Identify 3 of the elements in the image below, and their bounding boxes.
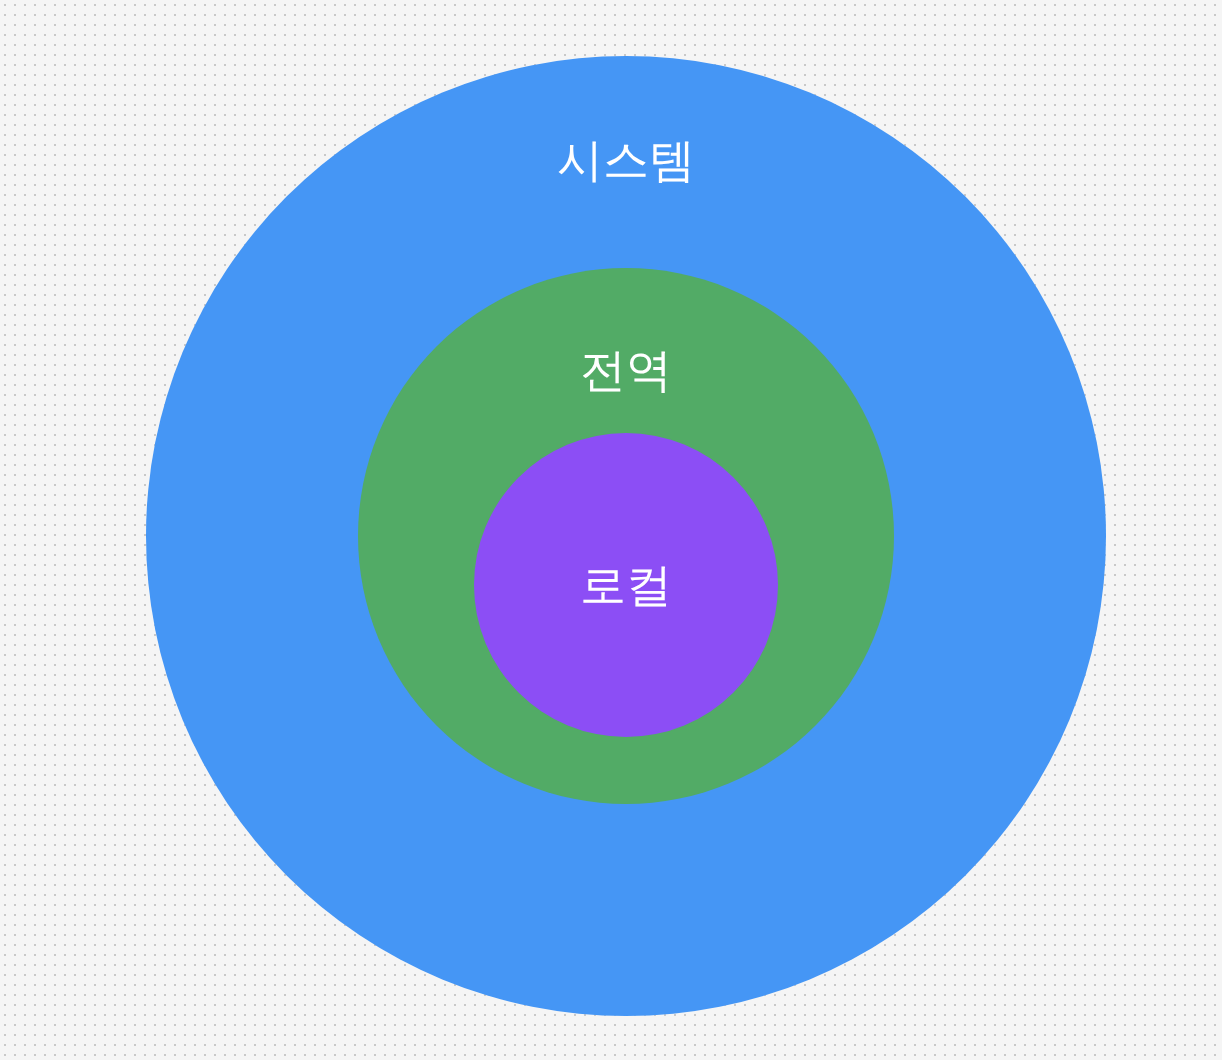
- circle-label: 전역: [579, 342, 673, 398]
- circle-label: 시스템: [556, 132, 696, 188]
- circle-label: 로컬: [579, 557, 673, 613]
